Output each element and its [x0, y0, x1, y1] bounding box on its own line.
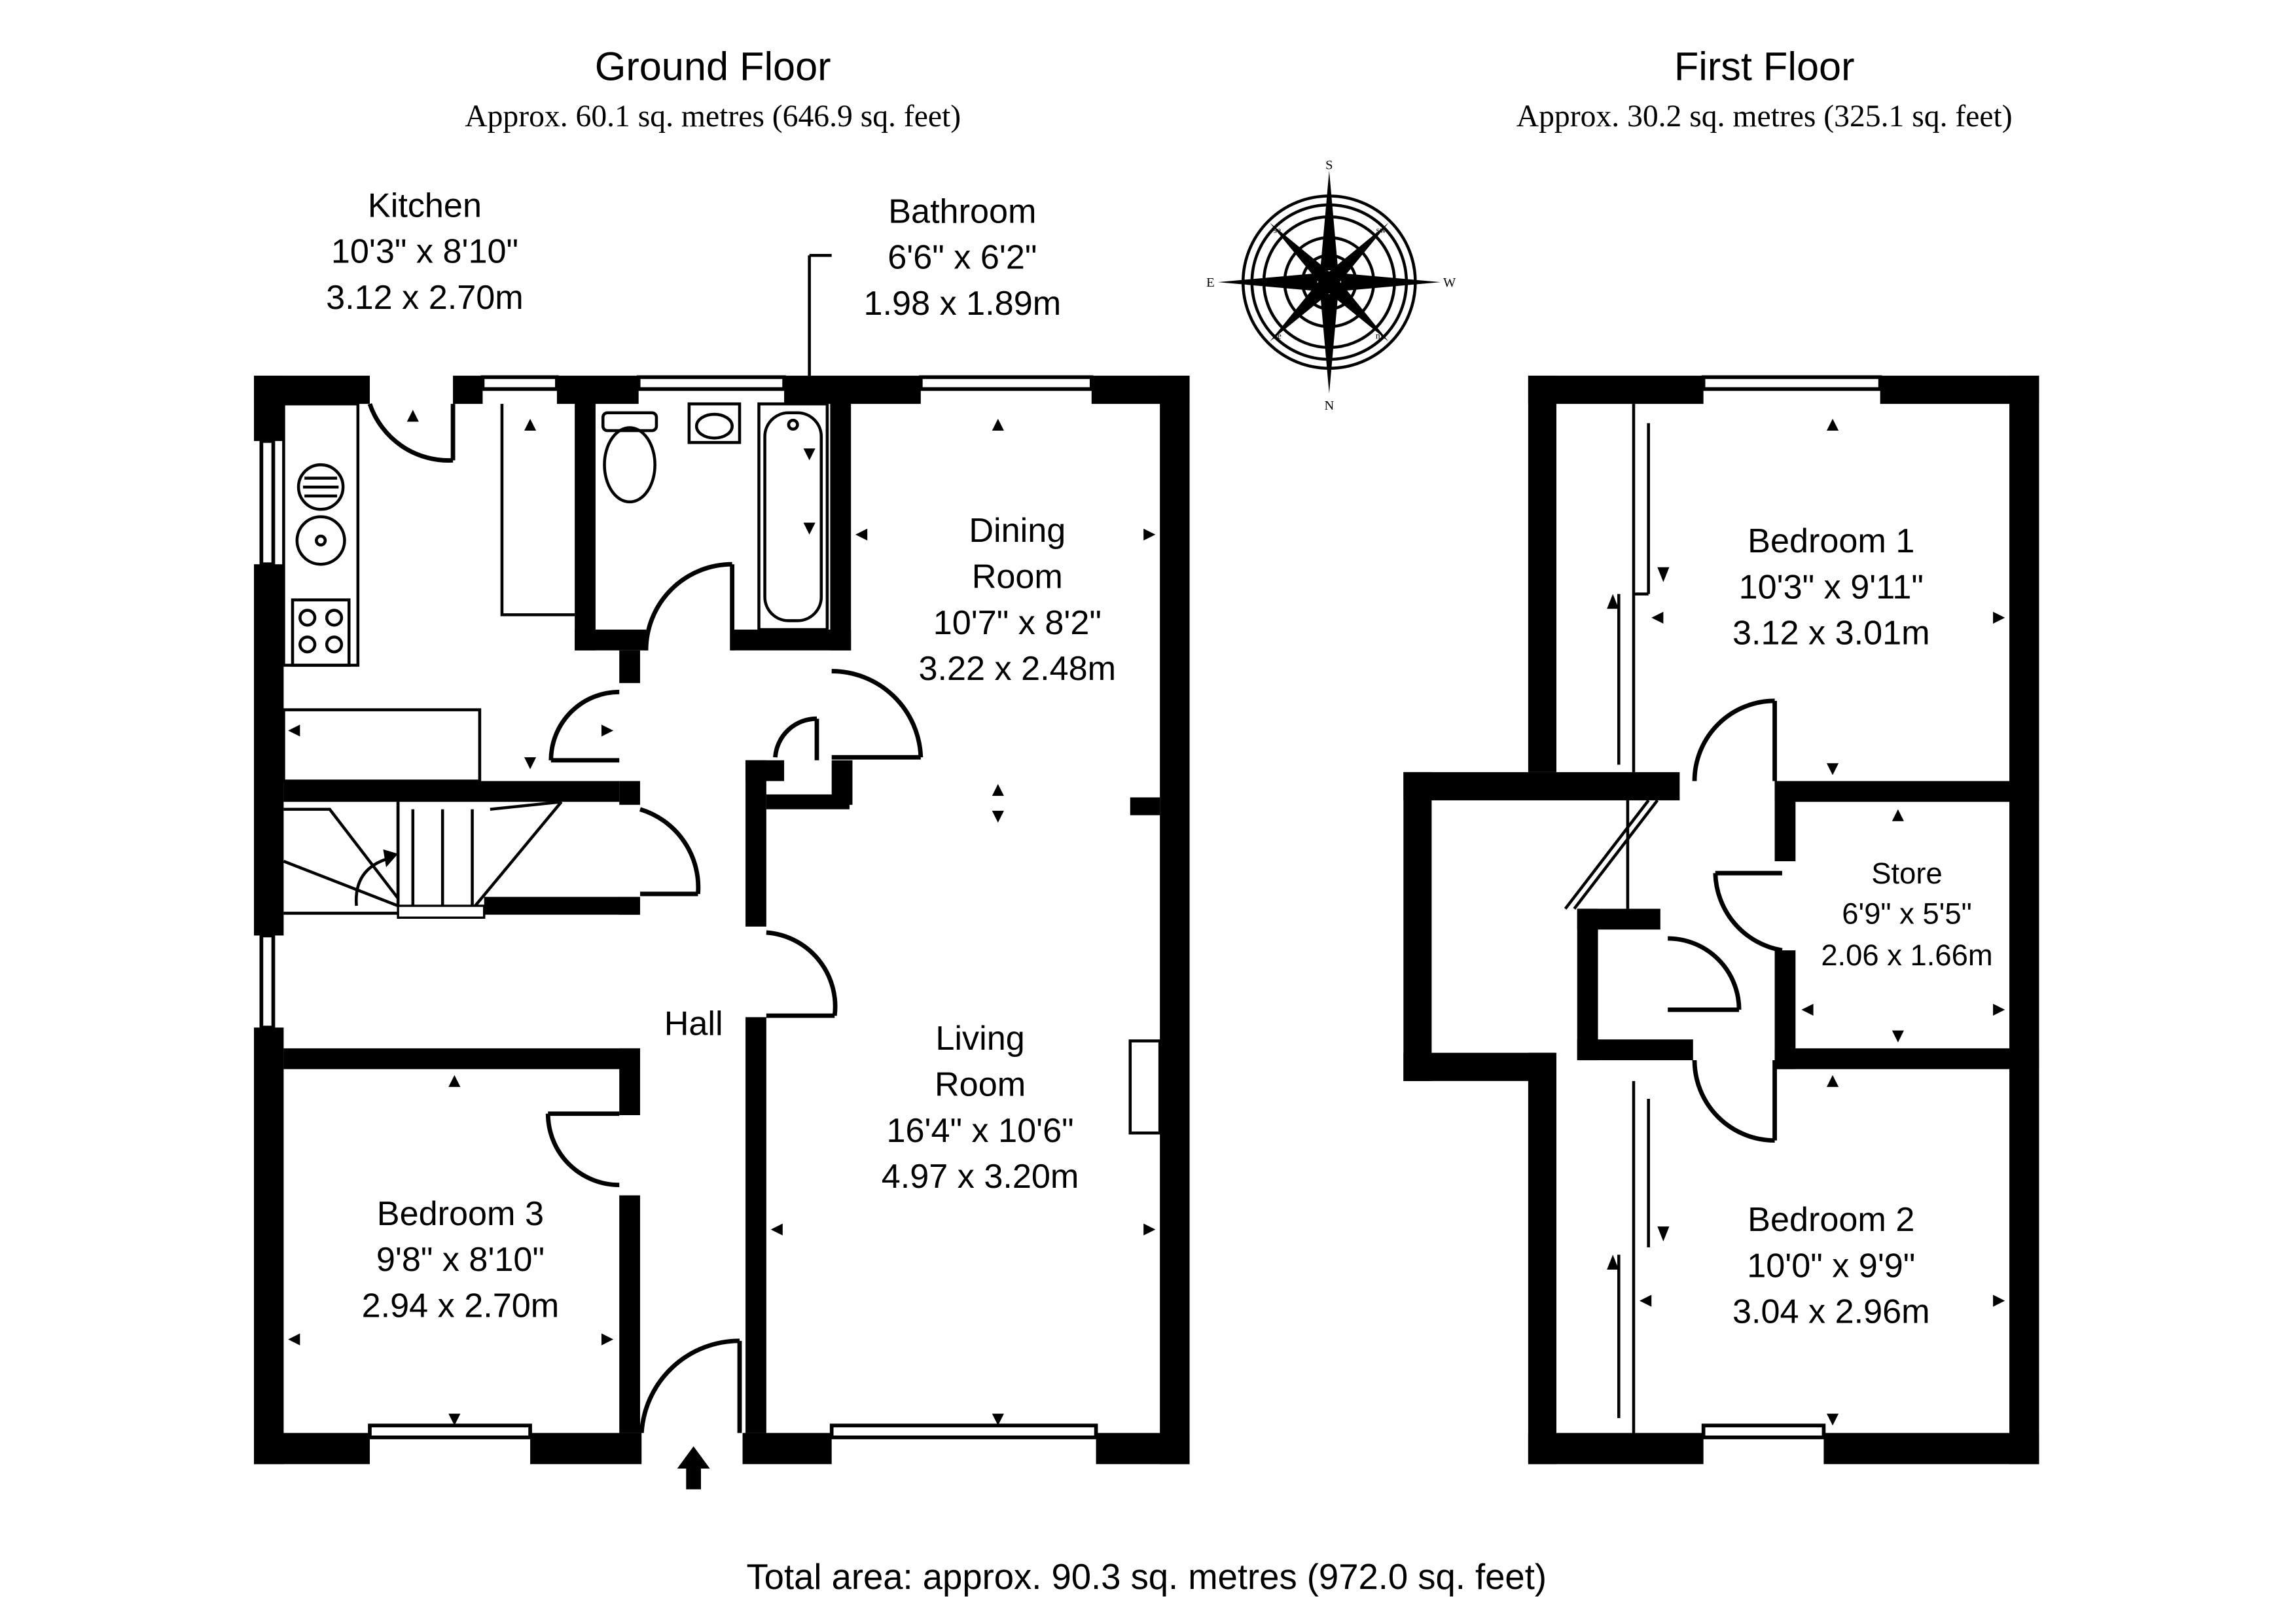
window-icon	[636, 375, 786, 391]
bedroom3-metric: 2.94 x 2.70m	[362, 1287, 560, 1325]
room-label-bedroom-3: Bedroom 3 9'8" x 8'10" 2.94 x 2.70m	[362, 1195, 560, 1325]
first-floor-area: Approx. 30.2 sq. metres (325.1 sq. feet)	[1516, 99, 2013, 134]
ground-floor-plan	[254, 253, 1190, 1489]
window-icon	[259, 439, 276, 567]
dining-metric: 3.22 x 2.48m	[919, 650, 1117, 688]
kitchen-unit	[282, 708, 482, 783]
bedroom2-metric: 3.04 x 2.96m	[1732, 1293, 1930, 1331]
door-swing-icon	[367, 403, 924, 1433]
toilet-icon	[601, 411, 658, 504]
hall-name: Hall	[664, 1005, 723, 1043]
bedroom2-name: Bedroom 2	[1748, 1201, 1914, 1239]
kitchen-metric: 3.12 x 2.70m	[326, 279, 524, 317]
stairs-icon	[283, 800, 563, 919]
compass-label-bottom: N	[1324, 399, 1334, 413]
store-imperial: 6'9" x 5'5"	[1842, 897, 1971, 930]
room-label-kitchen: Kitchen 10'3" x 8'10" 3.12 x 2.70m	[326, 187, 524, 317]
sink-icon	[295, 463, 346, 566]
window-icon	[918, 375, 1094, 391]
room-label-store: Store 6'9" x 5'5" 2.06 x 1.66m	[1821, 857, 1992, 972]
compass-label-nw: se	[1274, 225, 1281, 235]
store-metric: 2.06 x 1.66m	[1821, 938, 1992, 972]
fireplace	[1128, 1039, 1162, 1135]
entrance-arrow-icon	[677, 1446, 710, 1489]
window-icon	[368, 1423, 532, 1440]
bedroom2-imperial: 10'0" x 9'9"	[1747, 1247, 1915, 1285]
compass-label-ne: sw	[1376, 225, 1386, 235]
dimension-markers	[1607, 418, 2005, 1426]
ground-floor-area: Approx. 60.1 sq. metres (646.9 sq. feet)	[465, 99, 961, 134]
kitchen-worktop	[282, 402, 360, 667]
first-floor-plan	[1403, 375, 2039, 1465]
kitchen-cupboard	[500, 404, 575, 616]
ground-floor-heading: Ground Floor Approx. 60.1 sq. metres (64…	[465, 45, 961, 134]
dining-name-line1: Dining	[969, 512, 1066, 550]
dining-name-line2: Room	[972, 558, 1063, 596]
bathroom-name: Bathroom	[888, 192, 1036, 230]
bedroom3-name: Bedroom 3	[377, 1195, 544, 1233]
compass-label-left: E	[1206, 276, 1214, 290]
stairs-icon	[1564, 799, 1659, 910]
window-icon	[1701, 1423, 1826, 1440]
window-icon	[480, 375, 559, 391]
bedroom1-metric: 3.12 x 3.01m	[1732, 615, 1930, 652]
window-icon	[1701, 375, 1882, 391]
basin-icon	[687, 402, 742, 444]
room-label-bedroom-2: Bedroom 2 10'0" x 9'9" 3.04 x 2.96m	[1732, 1201, 1930, 1331]
living-name-line2: Room	[935, 1066, 1026, 1104]
window-icon	[829, 1423, 1098, 1440]
living-imperial: 16'4" x 10'6"	[887, 1112, 1074, 1150]
bathroom-imperial: 6'6" x 6'2"	[888, 239, 1037, 277]
first-floor-title: First Floor	[1674, 45, 1855, 89]
living-name-line1: Living	[935, 1020, 1024, 1058]
room-label-bathroom: Bathroom 6'6" x 6'2" 1.98 x 1.89m	[864, 192, 1062, 323]
room-label-bedroom-1: Bedroom 1 10'3" x 9'11" 3.12 x 3.01m	[1732, 522, 1930, 652]
kitchen-imperial: 10'3" x 8'10"	[331, 233, 518, 271]
first-floor-heading: First Floor Approx. 30.2 sq. metres (325…	[1516, 45, 2013, 134]
bedroom1-imperial: 10'3" x 9'11"	[1739, 568, 1924, 606]
compass-label-sw: ne	[1273, 330, 1282, 340]
ground-floor-title: Ground Floor	[595, 45, 831, 89]
compass-label-top: S	[1325, 158, 1333, 173]
room-label-living-room: Living Room 16'4" x 10'6" 4.97 x 3.20m	[882, 1020, 1079, 1196]
compass-label-se: nw	[1376, 330, 1387, 340]
door-swing-icon	[1668, 698, 1783, 1143]
living-metric: 4.97 x 3.20m	[882, 1158, 1079, 1196]
bedroom3-imperial: 9'8" x 8'10"	[376, 1241, 545, 1279]
window-icon	[259, 933, 276, 1029]
wardrobe	[1617, 404, 1650, 1433]
bathtub-icon	[757, 402, 829, 632]
dining-imperial: 10'7" x 8'2"	[933, 604, 1102, 642]
room-label-dining-room: Dining Room 10'7" x 8'2" 3.22 x 2.48m	[919, 512, 1117, 688]
store-name: Store	[1871, 857, 1942, 890]
bathroom-metric: 1.98 x 1.89m	[864, 285, 1062, 323]
compass-rose-icon: S N E W se sw ne nw	[1206, 158, 1456, 414]
dimension-markers	[288, 253, 1156, 1426]
hob-icon	[291, 598, 351, 667]
total-area: Total area: approx. 90.3 sq. metres (972…	[746, 1557, 1547, 1597]
bedroom1-name: Bedroom 1	[1748, 522, 1914, 560]
kitchen-name: Kitchen	[368, 187, 482, 224]
compass-label-right: W	[1443, 276, 1456, 290]
